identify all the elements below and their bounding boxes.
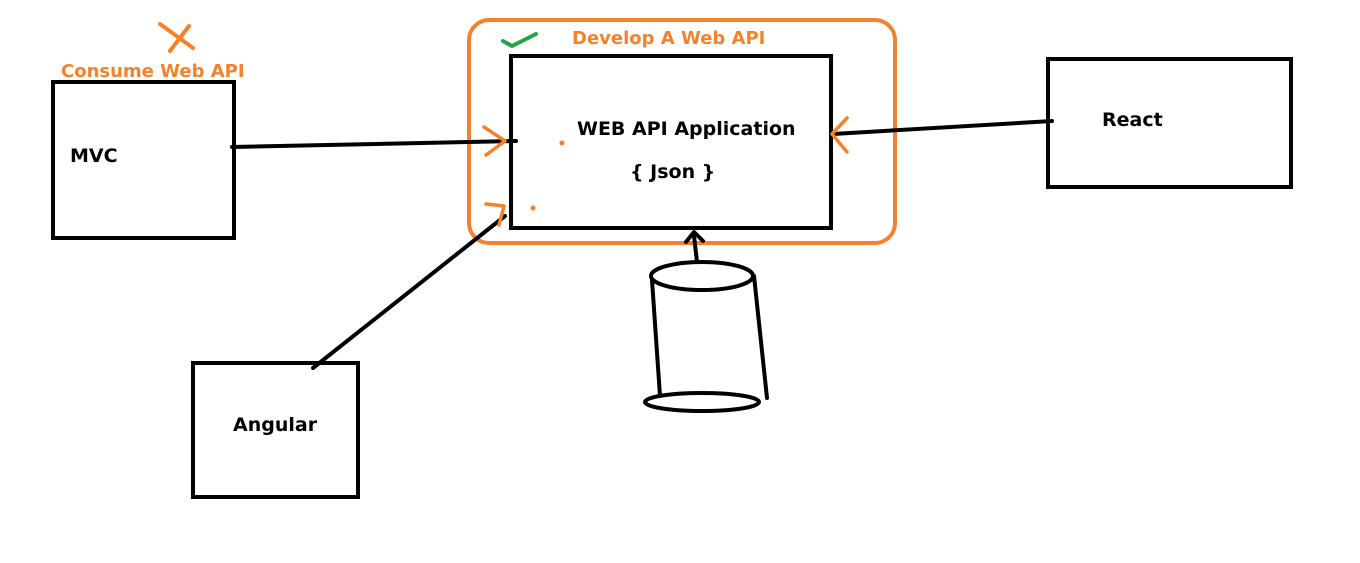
database-arrow-head xyxy=(684,230,705,244)
database-connector xyxy=(692,234,699,264)
web-api-title: WEB API Application xyxy=(577,118,796,140)
web-api-box xyxy=(509,54,833,230)
accent-dot xyxy=(559,140,565,146)
consume-web-api-label: Consume Web API xyxy=(61,61,245,82)
angular-box xyxy=(191,361,360,499)
develop-web-api-label: Develop A Web API xyxy=(572,28,765,49)
database-icon xyxy=(643,260,769,413)
react-arrow-head xyxy=(830,116,849,154)
mvc-arrow-head xyxy=(482,125,507,157)
cross-icon xyxy=(158,22,195,53)
angular-arrow-head xyxy=(484,202,506,227)
angular-label: Angular xyxy=(233,414,318,436)
mvc-label: MVC xyxy=(70,145,118,167)
angular-connector xyxy=(311,214,507,370)
react-label: React xyxy=(1102,109,1163,131)
json-format-label: { Json } xyxy=(630,161,715,183)
mvc-box xyxy=(51,80,236,240)
check-icon xyxy=(501,32,538,48)
accent-dot xyxy=(530,205,536,211)
mvc-connector xyxy=(230,139,518,149)
react-connector xyxy=(831,119,1054,136)
react-box xyxy=(1046,57,1293,189)
